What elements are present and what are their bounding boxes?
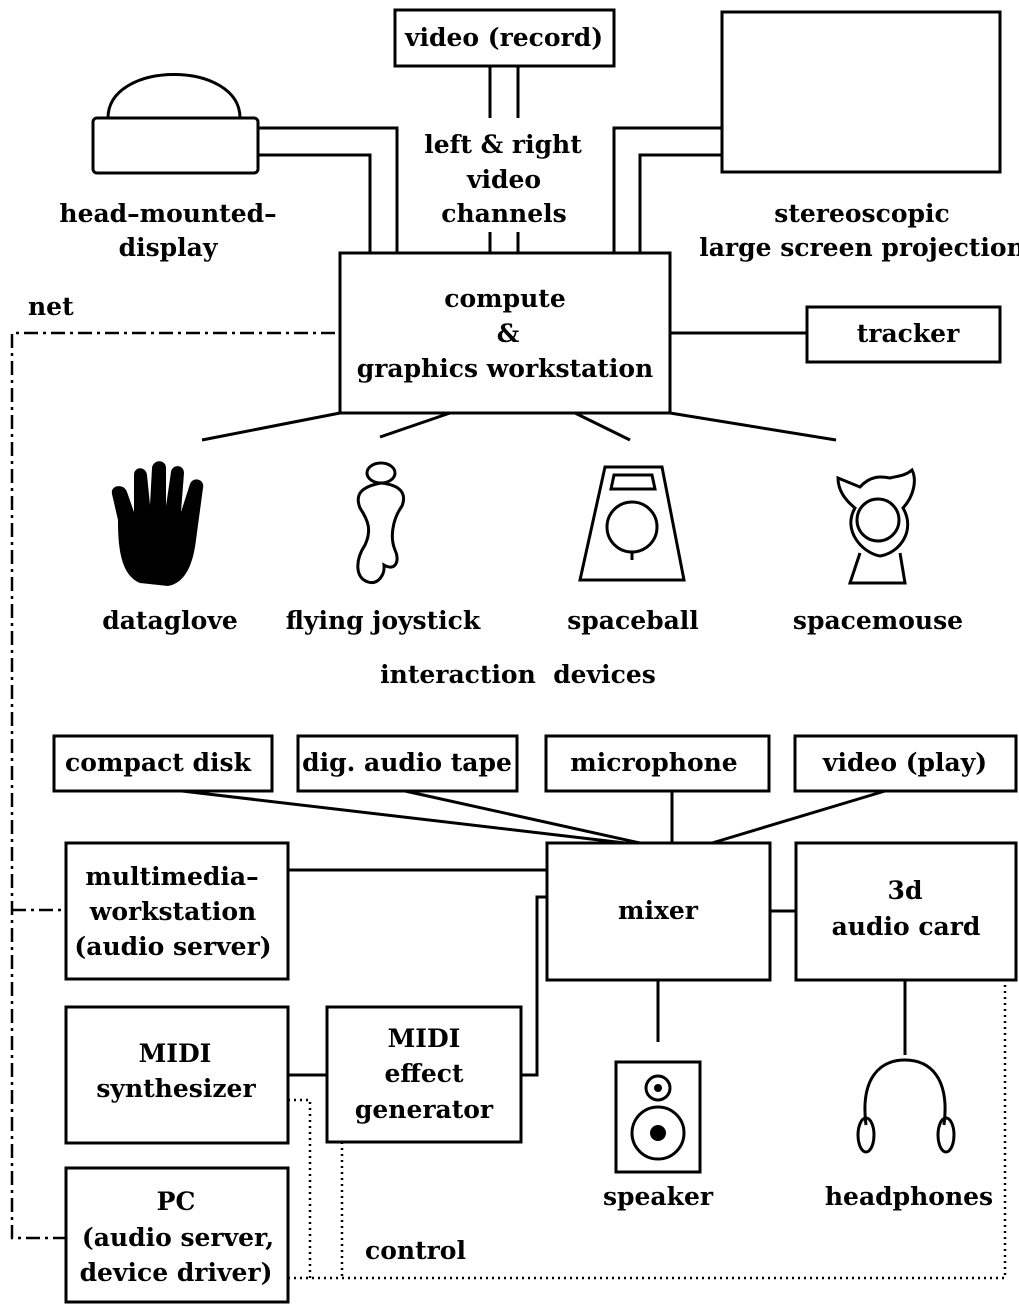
- head-mounted-display-icon: [91, 73, 260, 175]
- headphones-label: headphones: [825, 1182, 993, 1211]
- workstation-box: compute & graphics workstation: [338, 251, 672, 415]
- svg-text:tracker: tracker: [857, 319, 960, 348]
- interaction-devices-label: interaction devices: [380, 660, 656, 689]
- video-channels-label: left & right: [424, 130, 582, 159]
- headphones-icon: [856, 1058, 956, 1154]
- projection-label-line2: large screen projection: [699, 233, 1019, 262]
- dat-box: dig. audio tape: [296, 734, 519, 793]
- svg-text:&: &: [497, 319, 520, 348]
- svg-text:video (record): video (record): [404, 23, 603, 52]
- svg-text:(audio server): (audio server): [74, 932, 271, 961]
- projection-label: stereoscopic: [774, 199, 949, 228]
- svg-text:compute: compute: [444, 284, 565, 313]
- video-channels-label-line2: video: [466, 165, 541, 194]
- dataglove-icon: [111, 461, 204, 586]
- audio-card-box: 3d audio card: [794, 841, 1018, 982]
- joystick-label: flying joystick: [286, 606, 481, 635]
- svg-text:generator: generator: [355, 1095, 494, 1124]
- video-record-box: video (record): [393, 8, 616, 68]
- flying-joystick-icon: [356, 461, 405, 585]
- svg-text:video (play): video (play): [822, 748, 987, 777]
- svg-text:multimedia–: multimedia–: [85, 862, 258, 891]
- svg-text:(audio server,: (audio server,: [82, 1223, 274, 1252]
- projection-screen-icon: [720, 10, 1002, 174]
- connections: [10, 66, 1007, 1280]
- mixer-box: mixer: [545, 841, 772, 982]
- compact-disk-box: compact disk: [52, 734, 274, 793]
- spaceball-icon: [578, 465, 686, 582]
- svg-text:workstation: workstation: [89, 897, 256, 926]
- svg-text:synthesizer: synthesizer: [96, 1074, 256, 1103]
- spaceball-label: spaceball: [567, 606, 699, 635]
- dataglove-label: dataglove: [102, 606, 238, 635]
- hmd-label-line2: display: [119, 233, 219, 262]
- spacemouse-icon: [836, 467, 916, 585]
- svg-text:device driver): device driver): [80, 1258, 273, 1287]
- microphone-box: microphone: [544, 734, 771, 793]
- svg-text:dig. audio tape: dig. audio tape: [302, 748, 512, 777]
- speaker-label: speaker: [603, 1182, 714, 1211]
- multimedia-workstation-box: multimedia– workstation (audio server): [64, 841, 290, 981]
- svg-text:mixer: mixer: [618, 896, 699, 925]
- video-channels-label-line3: channels: [441, 199, 566, 228]
- svg-text:3d: 3d: [888, 876, 923, 905]
- pc-box: PC (audio server, device driver): [64, 1166, 290, 1304]
- video-play-box: video (play): [793, 734, 1018, 793]
- svg-text:microphone: microphone: [570, 748, 737, 777]
- svg-text:MIDI: MIDI: [139, 1039, 212, 1068]
- svg-text:PC: PC: [157, 1187, 196, 1216]
- svg-text:graphics workstation: graphics workstation: [357, 354, 653, 383]
- midi-effect-generator-box: MIDI effect generator: [325, 1005, 523, 1144]
- svg-text:audio card: audio card: [832, 912, 981, 941]
- svg-text:compact disk: compact disk: [65, 748, 252, 777]
- midi-synthesizer-box: MIDI synthesizer: [64, 1005, 290, 1145]
- hmd-label: head–mounted–: [59, 199, 276, 228]
- control-label: control: [365, 1236, 466, 1265]
- svg-text:effect: effect: [384, 1059, 464, 1088]
- tracker-box: tracker: [805, 305, 1002, 364]
- net-label: net: [28, 292, 74, 321]
- speaker-icon: [614, 1060, 702, 1174]
- svg-text:MIDI: MIDI: [388, 1024, 461, 1053]
- spacemouse-label: spacemouse: [793, 606, 963, 635]
